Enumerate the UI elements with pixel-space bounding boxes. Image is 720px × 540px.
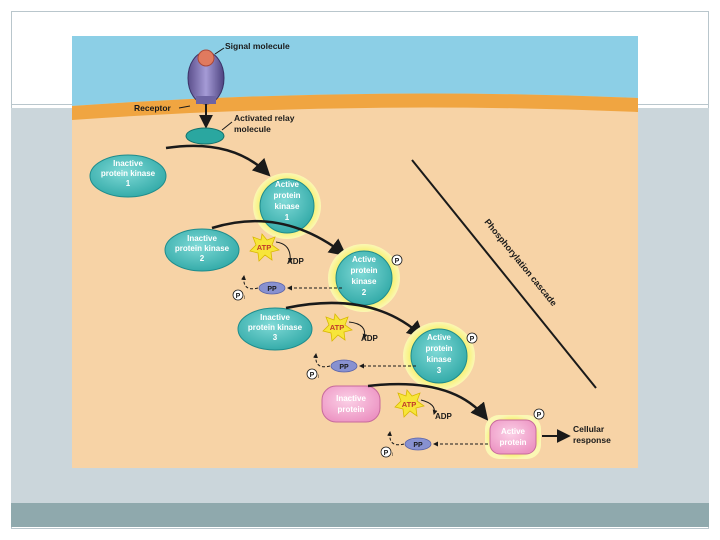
svg-text:protein kinase: protein kinase: [248, 323, 303, 332]
inactive-protein-kinase-3: Inactive protein kinase 3: [237, 307, 313, 351]
svg-text:kinase: kinase: [275, 202, 300, 211]
active-protein-kinase-2: Active protein kinase 2: [328, 244, 400, 312]
svg-text:protein kinase: protein kinase: [101, 169, 156, 178]
relay-label-line1: Activated relay: [234, 113, 295, 123]
svg-text:P: P: [395, 258, 400, 265]
svg-text:Inactive: Inactive: [187, 234, 217, 243]
kinase2-activation-arrow: [211, 219, 347, 257]
receptor-label: Receptor: [134, 103, 172, 113]
svg-text:ATP: ATP: [402, 400, 416, 409]
svg-text:P: P: [236, 293, 241, 300]
svg-text:protein kinase: protein kinase: [175, 244, 230, 253]
protein-phosphatase-1: PP: [258, 281, 286, 295]
signal-molecule-label: Signal molecule: [225, 41, 290, 51]
inactive-protein-kinase-2: Inactive protein kinase 2: [164, 228, 240, 272]
svg-text:protein: protein: [425, 344, 452, 353]
receptor-pointer: [178, 105, 191, 109]
inactive-target-protein: Inactive protein: [321, 385, 381, 423]
svg-text:2: 2: [362, 288, 367, 297]
inactive-protein-kinase-1: Inactive protein kinase 1: [89, 154, 167, 198]
pi-dashed-arrow-1: [241, 275, 259, 290]
activated-relay-molecule: [185, 127, 225, 145]
svg-text:kinase: kinase: [352, 277, 377, 286]
cellular-response-line1: Cellular: [573, 424, 605, 434]
phosphate-badge-2: P: [391, 254, 403, 266]
relay-pointer: [221, 121, 233, 131]
adp-label-1: ADP: [287, 257, 305, 266]
svg-text:PP: PP: [413, 442, 423, 449]
svg-text:P: P: [310, 372, 315, 379]
svg-text:i: i: [318, 374, 319, 380]
pi-dashed-arrow-3: [387, 431, 405, 446]
pi-dashed-arrow-2: [313, 353, 331, 368]
relay-to-kinase1-arrow: [165, 144, 271, 177]
atp-to-adp-arrow-2: [348, 321, 368, 339]
svg-text:i: i: [244, 295, 245, 301]
inorganic-phosphate-2: P i: [306, 368, 319, 380]
phosphate-badge-3: P: [466, 332, 478, 344]
relay-label-line2: molecule: [234, 124, 271, 134]
inorganic-phosphate-1: P i: [232, 289, 245, 301]
active-target-protein: Active protein: [485, 415, 541, 459]
svg-text:Active: Active: [275, 180, 300, 189]
svg-text:ATP: ATP: [257, 243, 271, 252]
svg-text:i: i: [392, 452, 393, 458]
svg-text:protein: protein: [273, 191, 300, 200]
svg-text:1: 1: [285, 213, 290, 222]
atp-star-icon-1: ATP: [249, 233, 280, 262]
protein-phosphatase-3: PP: [404, 437, 432, 451]
inorganic-phosphate-3: P i: [380, 446, 393, 458]
svg-text:PP: PP: [267, 286, 277, 293]
svg-text:P: P: [470, 336, 475, 343]
svg-text:Inactive: Inactive: [336, 394, 366, 403]
svg-text:Active: Active: [352, 255, 377, 264]
atp-to-adp-arrow-3: [420, 399, 438, 415]
svg-text:protein: protein: [350, 266, 377, 275]
svg-text:P: P: [384, 450, 389, 457]
svg-text:ATP: ATP: [330, 323, 344, 332]
active-protein-kinase-1: Active protein kinase 1: [253, 173, 321, 239]
svg-text:kinase: kinase: [427, 355, 452, 364]
phosphate-badge-4: P: [533, 408, 545, 420]
svg-text:protein: protein: [337, 405, 364, 414]
atp-star-icon-2: ATP: [322, 313, 353, 342]
phosphorylation-cascade-figure: Signal molecule Receptor Activated relay…: [72, 36, 638, 468]
svg-text:P: P: [537, 412, 542, 419]
svg-text:2: 2: [200, 254, 205, 263]
kinase3-activation-arrow: [285, 301, 425, 339]
signal-molecule-pointer: [214, 47, 225, 55]
svg-text:Inactive: Inactive: [113, 159, 143, 168]
atp-star-icon-3: ATP: [394, 389, 425, 418]
signal-molecule-icon: [197, 49, 215, 67]
svg-text:1: 1: [126, 179, 131, 188]
adp-label-2: ADP: [361, 334, 379, 343]
svg-text:PP: PP: [339, 364, 349, 371]
svg-text:Inactive: Inactive: [260, 313, 290, 322]
protein-phosphatase-2: PP: [330, 359, 358, 373]
svg-text:3: 3: [273, 333, 278, 342]
slide-footer-bar: [11, 503, 709, 527]
svg-text:3: 3: [437, 366, 442, 375]
svg-text:Active: Active: [501, 427, 526, 436]
adp-label-3: ADP: [435, 412, 453, 421]
svg-text:Active: Active: [427, 333, 452, 342]
protein-activation-arrow: [367, 382, 489, 421]
cascade-diagonal-line: [411, 159, 597, 389]
atp-to-adp-arrow-1: [275, 241, 293, 263]
cellular-response-line2: response: [573, 435, 611, 445]
svg-text:protein: protein: [499, 438, 526, 447]
active-protein-kinase-3: Active protein kinase 3: [403, 322, 475, 390]
